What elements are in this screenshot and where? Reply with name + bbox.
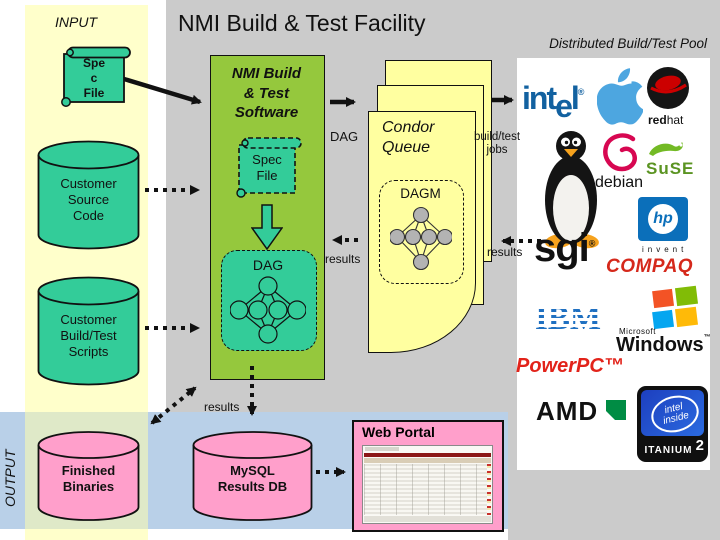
results-to-condor-label: results <box>487 245 523 259</box>
suse-chameleon-icon <box>649 142 684 156</box>
intel-inside-oval: intel inside <box>647 390 703 438</box>
web-portal-box: Web Portal <box>352 420 504 532</box>
windows-wordmark: Windows™ <box>616 334 711 357</box>
debian-logo: debian <box>595 132 650 192</box>
ibm-stripes-overlay <box>535 303 601 333</box>
windows-flag-icon <box>652 285 699 330</box>
condor-queue-title: Condor Queue <box>382 119 435 156</box>
powerpc-logo: PowerPC™ <box>516 355 624 377</box>
portal-banner <box>364 453 491 457</box>
trademark-mark: ™ <box>703 334 711 341</box>
results-down-label: results <box>204 400 240 414</box>
redhat-shadowman-icon <box>647 67 689 109</box>
finished-binaries-cylinder: Finished Binaries <box>37 431 140 522</box>
bottom-strip <box>166 529 508 540</box>
sgi-wordmark: sgi <box>534 226 590 270</box>
customer-scripts-cylinder: Customer Build/Test Scripts <box>37 276 140 386</box>
intel-logo: intel® <box>522 80 585 124</box>
condor-page-front <box>368 111 476 353</box>
mysql-db-label: MySQL Results DB <box>217 463 288 494</box>
build-test-jobs-label: build/test jobs <box>473 131 521 156</box>
dagman-box <box>379 180 464 284</box>
redhat-text-red: red <box>648 113 667 127</box>
sgi-logo: sgi® <box>534 226 596 270</box>
ibm-logo: IBM <box>535 303 601 336</box>
hp-invent-text: invent <box>642 245 688 254</box>
intel-text-l: l <box>570 80 580 116</box>
mysql-db-cylinder: MySQL Results DB <box>192 431 313 522</box>
cylinder-shape-icon <box>37 140 140 250</box>
web-portal-screenshot <box>362 445 493 524</box>
amd-arrow-icon <box>606 400 626 420</box>
registered-mark: ® <box>577 87 585 97</box>
intel-inside-panel: intel inside <box>641 390 704 438</box>
cylinder-shape-icon <box>37 431 140 521</box>
spec-file-label: Spe c File <box>82 56 105 100</box>
down-block-arrow-icon <box>251 204 283 250</box>
amd-logo: AMD <box>536 396 628 426</box>
finished-binaries-label: Finished Binaries <box>61 463 116 494</box>
pool-title: Distributed Build/Test Pool <box>549 36 707 51</box>
itanium-wordmark: ITANIUM <box>644 445 693 456</box>
compaq-logo: COMPAQ <box>606 256 694 277</box>
windows-text: Windows <box>616 334 704 356</box>
microsoft-text: Microsoft <box>619 327 656 336</box>
table-header-row <box>364 458 491 463</box>
customer-source-label: Customer Source Code <box>60 176 117 223</box>
scroll-shape-icon <box>61 46 131 107</box>
registered-mark: ® <box>588 238 596 249</box>
results-to-software-label: results <box>325 252 361 266</box>
suse-logo: SuSE <box>645 138 709 182</box>
suse-wordmark: SuSE <box>646 159 695 178</box>
browser-toolbar <box>365 447 399 451</box>
debian-wordmark: debian <box>595 174 644 191</box>
debian-swirl-icon <box>603 133 637 172</box>
spec-file-scroll: Spe c File <box>58 46 134 110</box>
customer-source-cylinder: Customer Source Code <box>37 140 140 250</box>
hp-wordmark: hp <box>648 204 678 234</box>
dagman-label: DAGM <box>400 186 441 201</box>
status-marks <box>487 464 491 515</box>
redhat-wordmark: redhat <box>648 113 683 127</box>
customer-scripts-label: Customer Build/Test Scripts <box>60 312 117 359</box>
cylinder-shape-icon <box>37 276 140 386</box>
output-section-label: OUTPUT <box>2 449 18 507</box>
dagman-graph-icon <box>390 206 452 271</box>
dag-box-label: DAG <box>252 257 284 273</box>
web-portal-title: Web Portal <box>362 424 435 440</box>
hp-logo: hp <box>638 197 688 241</box>
table-rows <box>364 464 487 515</box>
apple-logo-icon <box>597 68 643 125</box>
redhat-logo: redhat <box>646 66 690 127</box>
dag-flow-label: DAG <box>330 129 359 144</box>
scroll-shape-icon <box>236 137 302 198</box>
page-title: NMI Build & Test Facility <box>178 10 426 36</box>
intel-dropped-e: e <box>555 88 573 124</box>
itanium-2-text: 2 <box>695 437 704 454</box>
redhat-text-hat: hat <box>666 113 684 127</box>
amd-wordmark: AMD <box>536 396 599 426</box>
input-section-label: INPUT <box>55 14 97 30</box>
tux-penguin-icon <box>545 131 599 249</box>
status-bar <box>364 516 491 522</box>
nmi-software-title: NMI Build & Test Software <box>231 65 302 121</box>
intel-text: int <box>522 80 557 116</box>
itanium-badge: intel inside ITANIUM 2 <box>637 386 708 462</box>
dag-graph-icon <box>230 276 306 344</box>
spec-file-inner-label: Spec File <box>252 152 282 183</box>
cylinder-shape-icon <box>192 431 313 521</box>
spec-file-scroll-inner: Spec File <box>233 136 305 202</box>
